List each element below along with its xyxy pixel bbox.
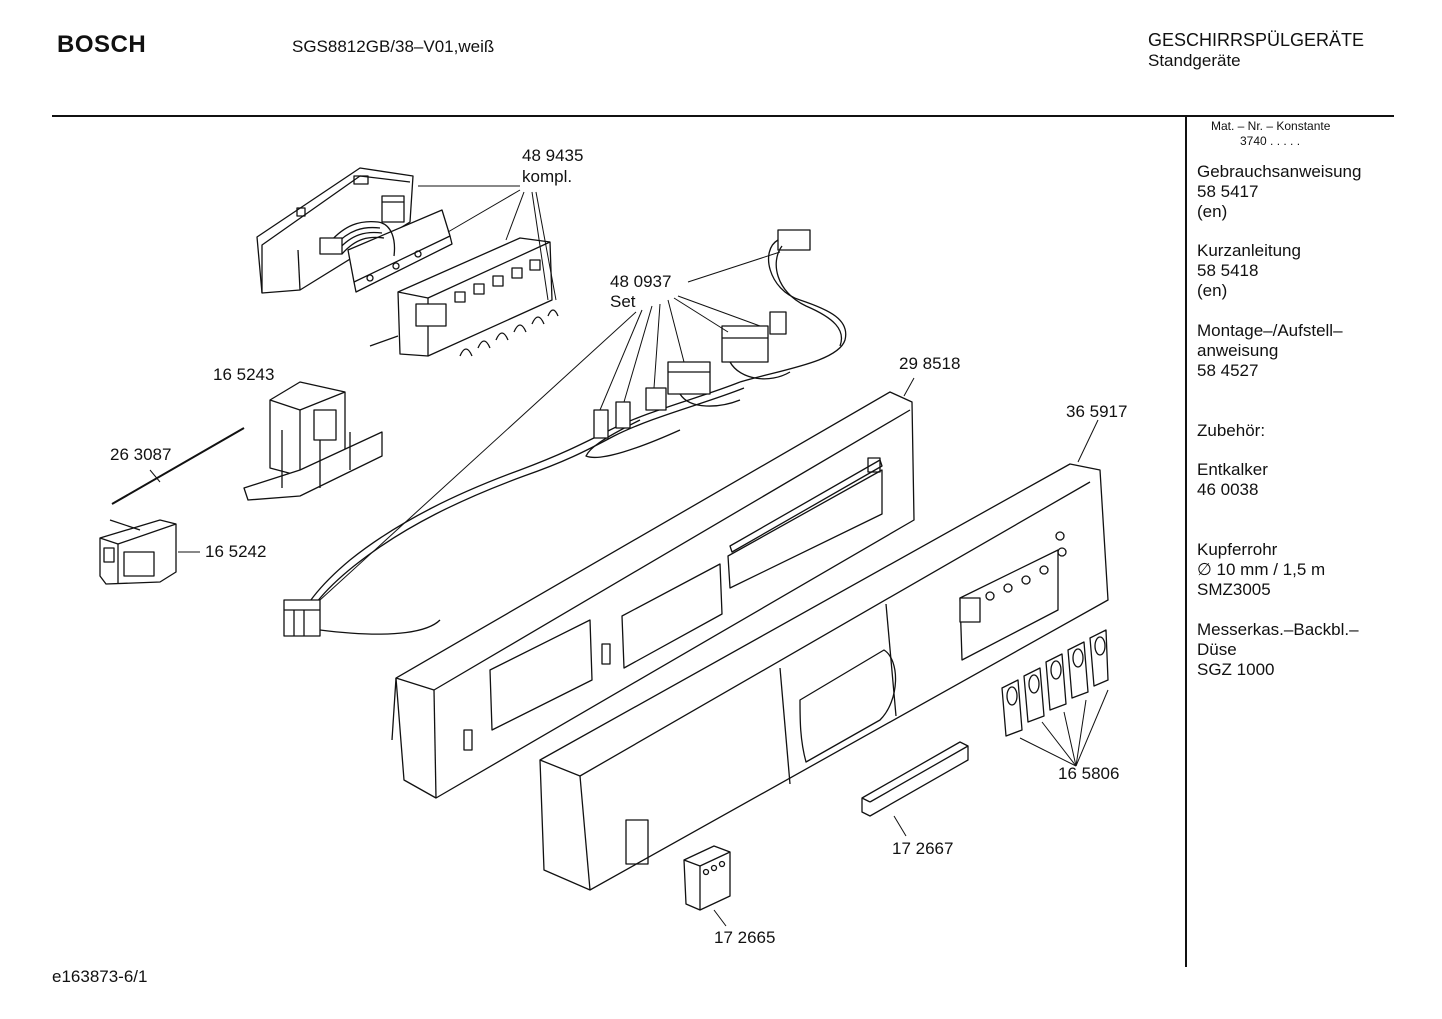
sidebar-block-kurzanleitung: Kurzanleitung 58 5418 (en) [1197, 241, 1301, 300]
cap-drawing [683, 845, 731, 911]
part-label-298518: 29 8518 [899, 354, 961, 373]
sidebar-block-gebrauchsanweisung: Gebrauchsanweisung 58 5417 (en) [1197, 162, 1362, 221]
header-divider [52, 115, 1394, 117]
part-label-165242: 16 5242 [205, 542, 267, 561]
part-label-165243: 16 5243 [213, 365, 275, 384]
leader-172665 [713, 909, 727, 927]
model-number: SGS8812GB/38–V01,weiß [292, 37, 495, 56]
leader-165806 [1019, 689, 1109, 767]
leader-480937 [319, 251, 781, 601]
part-label-172665: 17 2665 [714, 928, 776, 947]
panel-drawing [539, 463, 1109, 891]
sidebar-block-entkalker: Entkalker 46 0038 [1197, 460, 1268, 499]
leader-263087 [149, 469, 161, 483]
mat-value: 3740 . . . . . [1240, 134, 1301, 148]
sidebar-block-zubehoer: Zubehör: [1197, 421, 1266, 440]
button-set-drawing [1001, 629, 1109, 737]
leader-172667 [893, 815, 907, 837]
part-label-365917: 36 5917 [1066, 402, 1128, 421]
brand-logo: BOSCH [57, 31, 147, 58]
part-label-172667: 17 2667 [892, 839, 954, 858]
leader-298518 [903, 377, 915, 397]
leader-365917 [1077, 419, 1099, 463]
part-label-489435: 48 9435 [522, 146, 584, 165]
electronic-module-drawing [256, 167, 559, 357]
part-label-165806: 16 5806 [1058, 764, 1120, 783]
leader-489435 [418, 185, 557, 301]
strip-drawing [861, 741, 969, 817]
sidebar-block-kupferrohr: Kupferrohr ∅ 10 mm / 1,5 m SMZ3005 [1197, 540, 1326, 599]
part-label-480937-sub: Set [610, 292, 636, 311]
part-label-489435-sub: kompl. [522, 167, 573, 186]
switch-drawing [99, 519, 177, 585]
frame-drawing [391, 391, 915, 799]
category-title: GESCHIRRSPÜLGERÄTE [1148, 30, 1365, 50]
holder-drawing [243, 381, 383, 501]
sidebar-block-messerkasten: Messerkas.–Backbl.– Düse SGZ 1000 [1197, 620, 1359, 679]
sidebar-divider [1185, 117, 1187, 967]
sidebar-block-montage: Montage–/Aufstell– anweisung 58 4527 [1197, 321, 1343, 380]
wiring-harness-drawing [283, 229, 847, 637]
part-label-480937: 48 0937 [610, 272, 672, 291]
part-label-263087: 26 3087 [110, 445, 172, 464]
wire-rod-drawing [111, 427, 245, 505]
subcategory-title: Standgeräte [1148, 51, 1241, 70]
document-id: e163873-6/1 [52, 967, 148, 986]
mat-label: Mat. – Nr. – Konstante [1211, 119, 1331, 133]
